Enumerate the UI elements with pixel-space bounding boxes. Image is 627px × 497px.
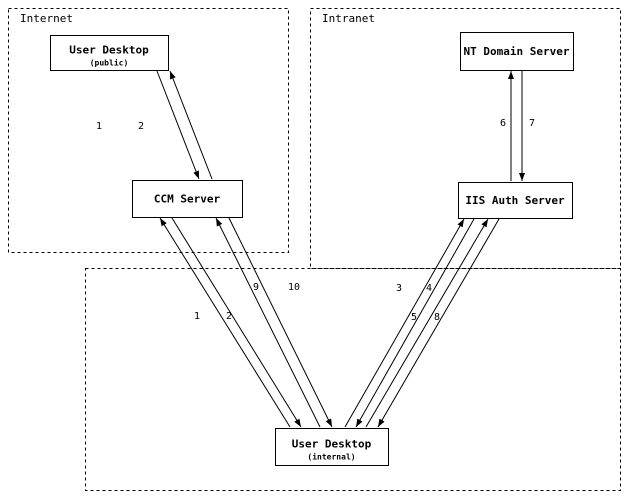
node-iis-auth-server[interactable]: IIS Auth Server (458, 182, 573, 219)
edges-group (156, 70, 525, 428)
node-box-iis-auth-server[interactable] (458, 182, 573, 219)
edge-label-e2: 2 (138, 121, 144, 132)
edge-e8-line (377, 218, 500, 428)
node-box-ccm-server[interactable] (132, 180, 243, 218)
zone-label-intranet: Intranet (322, 12, 375, 25)
edge-label-e3: 3 (396, 283, 402, 294)
node-subtitle-user-desktop-internal: (internal) (307, 452, 355, 462)
edge-label-e4: 4 (426, 283, 432, 294)
edge-label-e5: 5 (411, 312, 417, 323)
edge-label-e7: 7 (529, 118, 535, 129)
edge-e4-line (355, 218, 475, 428)
node-ccm-server[interactable]: CCM Server (132, 180, 243, 218)
node-title-user-desktop-public: User Desktop (69, 44, 149, 57)
zones-group: Internet Intranet (8, 8, 621, 491)
edge-label-e6: 6 (500, 118, 506, 129)
node-title-ccm-server: CCM Server (154, 193, 221, 206)
node-title-user-desktop-internal: User Desktop (292, 438, 372, 451)
edge-label-e9: 9 (253, 282, 259, 293)
edge-e1-line (156, 70, 200, 180)
edge-e3-line (344, 218, 465, 428)
node-box-user-desktop-public[interactable] (50, 35, 169, 71)
node-title-iis-auth-server: IIS Auth Server (465, 194, 565, 207)
node-title-nt-domain-server: NT Domain Server (464, 45, 570, 58)
edge-labels-group: 1 2 6 7 1 2 9 10 3 4 5 8 (96, 118, 535, 323)
node-nt-domain-server[interactable]: NT Domain Server (460, 32, 574, 71)
node-user-desktop-internal[interactable]: User Desktop(internal) (275, 428, 389, 466)
edge-label-e8: 8 (434, 312, 440, 323)
zone-boundary-internet (8, 8, 289, 253)
edge-e10-line (228, 217, 333, 428)
edge-e9-line (215, 217, 321, 428)
edge-label-e1b: 1 (194, 311, 200, 322)
edge-e1b-line (159, 217, 291, 428)
edge-label-e1: 1 (96, 121, 102, 132)
zone-boundary-intranet (310, 8, 621, 269)
node-box-user-desktop-internal[interactable] (275, 428, 389, 466)
node-box-nt-domain-server[interactable] (460, 32, 574, 71)
edge-label-e10: 10 (288, 282, 300, 293)
edge-e5-line (365, 218, 489, 428)
edge-e2b-line (171, 217, 302, 428)
node-subtitle-user-desktop-public: (public) (90, 58, 129, 68)
node-user-desktop-public[interactable]: User Desktop(public) (50, 35, 169, 71)
edge-label-e2b: 2 (226, 311, 232, 322)
zone-label-internet: Internet (20, 12, 73, 25)
edge-e2-line (169, 70, 213, 180)
